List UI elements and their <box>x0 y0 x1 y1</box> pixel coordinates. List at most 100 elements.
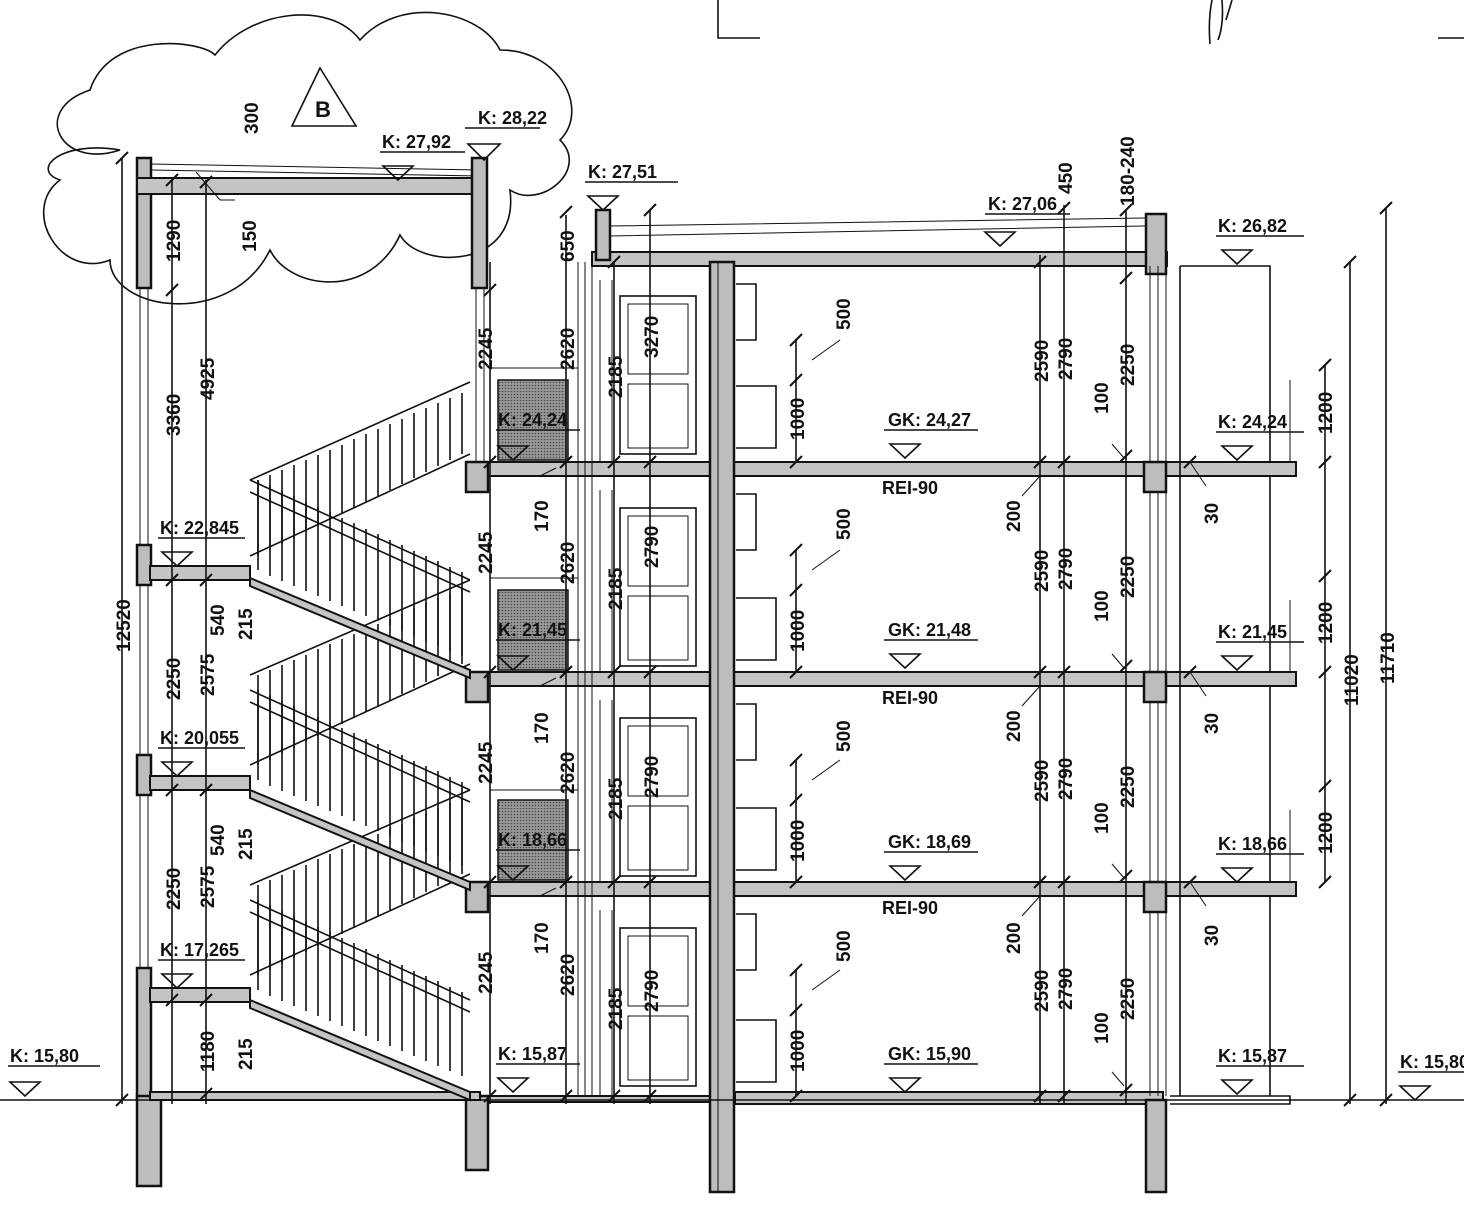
fire-rating-label: REI-90 <box>882 688 938 708</box>
level-k-18-66-a: K: 18,66 <box>498 830 567 850</box>
dim-label: 2790 <box>1056 758 1077 800</box>
dim-label: 12520 <box>114 599 135 652</box>
dim-label: 450 <box>1056 162 1077 194</box>
dim-label: 1000 <box>788 1030 809 1072</box>
level-gk-15-90: GK: 15,90 <box>888 1044 971 1064</box>
dim-label: 11710 <box>1378 632 1399 684</box>
dim-label: 1200 <box>1316 602 1337 644</box>
fire-ratings: REI-90 REI-90 REI-90 <box>882 478 938 918</box>
dim-label: 650 <box>558 230 579 262</box>
doors <box>599 280 697 1096</box>
level-k-15-87-b: K: 15,87 <box>1218 1046 1287 1066</box>
dim-label: 170 <box>532 922 553 954</box>
dim-label: 2790 <box>642 526 663 568</box>
level-k-28-22: K: 28,22 <box>478 108 547 128</box>
dim-label: 150 <box>240 220 261 252</box>
dim-label: 2245 <box>476 327 497 370</box>
dim-label: 2185 <box>606 777 627 820</box>
dim-label: 2250 <box>1118 556 1139 598</box>
level-k-20-055: K: 20,055 <box>160 728 239 748</box>
dimension-lines <box>0 151 1464 1107</box>
dimension-labels: 300 150 1290 4925 3360 12520 2250 2575 5… <box>114 102 1399 1072</box>
level-gk-18-69: GK: 18,69 <box>888 832 971 852</box>
dim-label: 30 <box>1202 503 1223 524</box>
dim-label: 2185 <box>606 987 627 1030</box>
dim-label: 2590 <box>1032 550 1053 592</box>
stair-flight-3 <box>249 381 471 680</box>
dim-label: 200 <box>1004 922 1025 954</box>
dim-label: 2575 <box>198 653 219 696</box>
dim-label: 500 <box>834 720 855 752</box>
dim-label: 2790 <box>1056 968 1077 1010</box>
dim-label: 2620 <box>558 752 579 794</box>
level-k-26-82: K: 26,82 <box>1218 216 1287 236</box>
dim-label: 2590 <box>1032 760 1053 802</box>
dim-label: 2620 <box>558 328 579 370</box>
dim-label: 2790 <box>642 756 663 798</box>
revision-tag: B <box>315 97 331 122</box>
dim-label: 2250 <box>164 868 185 910</box>
dim-label: 4925 <box>198 357 219 400</box>
stair-flight-2 <box>249 579 471 892</box>
level-markers <box>7 127 1464 1102</box>
level-k-22-845: K: 22,845 <box>160 518 239 538</box>
dim-label: 540 <box>208 604 229 636</box>
dim-label: 2790 <box>1056 338 1077 380</box>
dim-label: 2790 <box>1056 548 1077 590</box>
revision-triangle: B <box>290 66 358 127</box>
dim-label: 100 <box>1092 382 1113 414</box>
dim-label: 170 <box>532 712 553 744</box>
level-k-27-06: K: 27,06 <box>988 194 1057 214</box>
dim-label: 2185 <box>606 355 627 398</box>
dim-label: 2250 <box>1118 978 1139 1020</box>
level-k-17-265: K: 17,265 <box>160 940 239 960</box>
dim-label: 100 <box>1092 1012 1113 1044</box>
dim-label: 3360 <box>164 394 185 436</box>
level-k-15-80-right: K: 15,80 <box>1400 1052 1464 1072</box>
dim-label: 200 <box>1004 710 1025 742</box>
level-gk-24-27: GK: 24,27 <box>888 410 971 430</box>
level-k-27-51: K: 27,51 <box>588 162 657 182</box>
dim-label: 500 <box>834 930 855 962</box>
dim-label: 500 <box>834 298 855 330</box>
dim-label: 2250 <box>1118 766 1139 808</box>
dim-label: 500 <box>834 508 855 540</box>
dim-label: 170 <box>532 500 553 532</box>
dim-label: 2620 <box>558 954 579 996</box>
level-k-27-92: K: 27,92 <box>382 132 451 152</box>
level-k-24-24-a: K: 24,24 <box>498 410 567 430</box>
dim-label: 1000 <box>788 820 809 862</box>
dim-label: 30 <box>1202 713 1223 734</box>
dim-label: 2790 <box>642 970 663 1012</box>
dim-label: 11020 <box>1342 654 1363 706</box>
stair-tower <box>135 156 490 1188</box>
dim-label: 300 <box>242 102 263 134</box>
dim-label: 2590 <box>1032 340 1053 382</box>
dim-label: 2620 <box>558 542 579 584</box>
dim-label: 2575 <box>198 865 219 908</box>
level-k-15-80-left: K: 15,80 <box>10 1046 79 1066</box>
dim-label: 540 <box>208 824 229 856</box>
dim-label: 215 <box>236 608 257 640</box>
dim-label: 1200 <box>1316 812 1337 854</box>
fire-rating-label: REI-90 <box>882 898 938 918</box>
dim-label: 2245 <box>476 741 497 784</box>
dim-label: 100 <box>1092 590 1113 622</box>
level-k-15-87-a: K: 15,87 <box>498 1044 567 1064</box>
level-k-21-45-b: K: 21,45 <box>1218 622 1287 642</box>
dim-label: 180-240 <box>1118 136 1139 206</box>
cabinets <box>736 283 777 1083</box>
dim-label: 1000 <box>788 398 809 440</box>
dim-label: 2185 <box>606 567 627 610</box>
stair-flight-1 <box>249 789 471 1102</box>
dim-label: 100 <box>1092 802 1113 834</box>
dim-label: 2590 <box>1032 970 1053 1012</box>
level-gk-21-48: GK: 21,48 <box>888 620 971 640</box>
dim-label: 2245 <box>476 531 497 574</box>
dim-label: 1290 <box>164 220 185 262</box>
dim-label: 1000 <box>788 610 809 652</box>
dim-label: 2245 <box>476 951 497 994</box>
level-k-24-24-b: K: 24,24 <box>1218 412 1287 432</box>
dim-label: 215 <box>236 1038 257 1070</box>
dim-label: 1180 <box>198 1031 219 1072</box>
